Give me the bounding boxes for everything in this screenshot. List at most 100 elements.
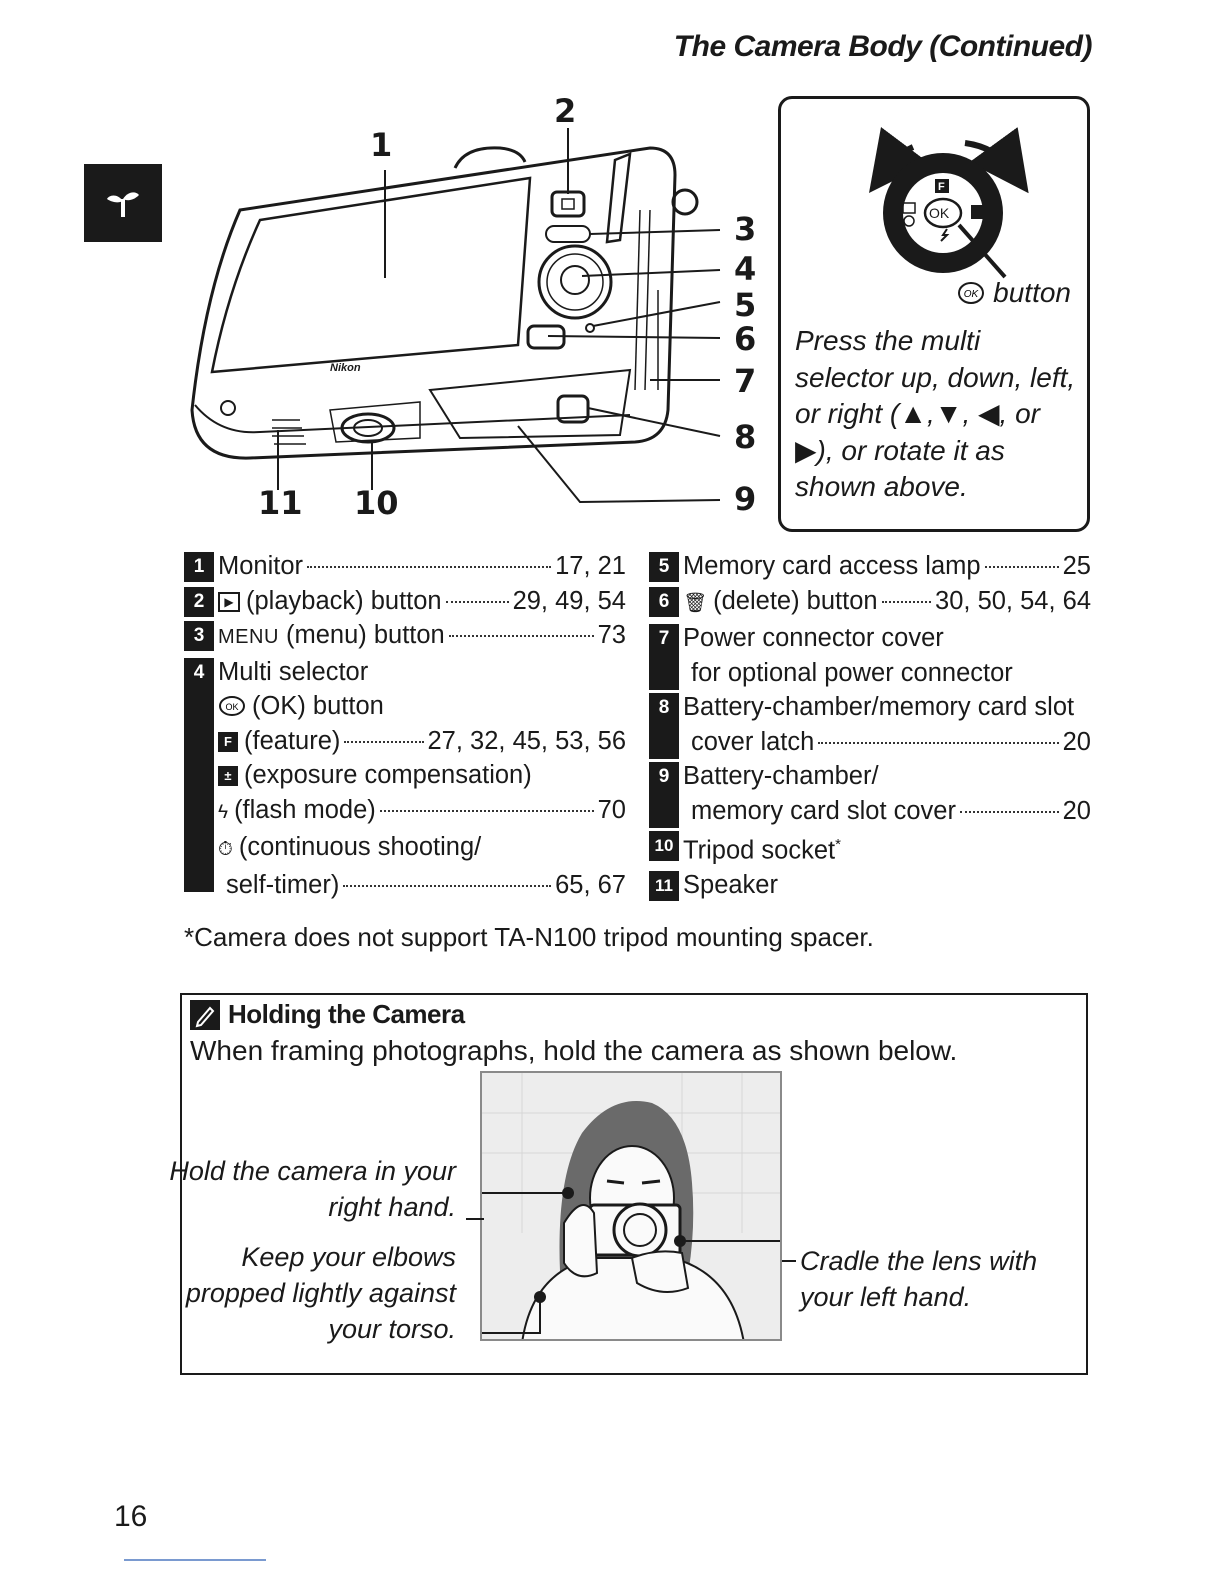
legend-item-7: 7 Power connector cover for optional pow… [649,621,1091,690]
legend-label: Battery-chamber/memory card slot [683,693,1075,721]
legend-item-11: 11 Speaker [649,868,1091,903]
legend-item-9: 9 Battery-chamber/ memory card slot cove… [649,759,1091,828]
legend-pages: 73 [597,621,626,649]
footnote-mark: * [835,836,841,853]
legend-sub-label: self-timer) [226,870,340,899]
callout-10: 10 [354,484,399,522]
feature-icon: F [218,731,238,752]
legend-pages: 65, 67 [555,870,626,899]
legend-label: Monitor [218,552,304,580]
callout-1: 1 [370,126,393,164]
legend-label: (playback) button [246,586,442,615]
legend-label: Battery-chamber/ [683,762,879,790]
ok-icon: OK [219,696,245,716]
legend-pages: 70 [597,795,626,824]
multi-selector-description: Press the multi selector up, down, left,… [795,325,1076,502]
svg-text:OK: OK [225,702,238,712]
multi-selector-dial-icon [868,126,1029,279]
bottom-rule [124,1559,266,1561]
legend-label: Speaker [683,871,778,899]
holding-title-text: Holding the Camera [228,999,465,1029]
legend-left-column: 1 Monitor 17, 21 2 ▶ (playback) button 29, … [184,549,626,902]
callout-3: 3 [734,210,757,248]
ok-caption-text: button [993,277,1071,308]
legend-label: (menu) button [285,621,445,649]
legend-number: 2 [184,586,214,617]
multi-selector-info-box: F OK OK button Press the multi selector … [778,96,1090,532]
legend-pages: 25 [1062,552,1091,580]
legend-label: Multi selector [218,657,369,686]
legend-number: 6 [649,586,679,617]
legend-pages: 30, 50, 54, 64 [935,586,1091,615]
legend-number: 3 [184,621,214,651]
legend-sub-label: (OK) button [252,692,384,720]
legend-pages: 29, 49, 54 [512,586,626,615]
dial-label-ok: OK [929,205,950,221]
legend-item-10: 10 Tripod socket* [649,828,1091,868]
flash-icon: ϟ [218,801,229,823]
page-number: 16 [114,1500,148,1533]
camera-illustration [190,128,721,504]
holding-title: Holding the Camera [190,999,465,1030]
leader-line [466,1218,484,1220]
legend-sub-label: (feature) [244,726,341,755]
legend-label: Power connector cover [683,624,944,652]
legend-label-line2: cover latch [691,727,815,756]
svg-text:OK: OK [964,289,980,300]
legend-number: 1 [184,552,214,582]
legend-sub-label: (continuous shooting/ [238,833,482,861]
caption-right-hand: Hold the camera in your right hand. [169,1156,456,1222]
callout-6: 6 [734,320,757,358]
legend-pages: 27, 32, 45, 53, 56 [427,726,627,755]
page-header-title: The Camera Body (Continued) [673,30,1093,63]
legend-sub-label: (flash mode) [234,795,376,824]
continuous-self-timer-icon: ⏱ [218,839,233,860]
footnote: *Camera does not support TA-N100 tripod … [184,922,874,952]
legend-sub-label: (exposure compensation) [244,761,532,789]
legend-pages: 17, 21 [555,552,626,580]
legend-item-4: 4 Multi selector OK (OK) button F (feature… [184,655,626,903]
menu-icon: MENU [218,626,279,648]
playback-icon: ▶ [218,591,240,612]
pencil-icon [190,999,220,1030]
legend-label: (delete) button [713,586,878,615]
legend-item-2: 2 ▶ (playback) button 29, 49, 54 [184,584,626,619]
exposure-compensation-icon: ± [218,766,238,787]
callout-4: 4 [734,250,757,288]
camera-rear-diagram: 1 2 3 4 5 6 7 8 9 10 11 Nikon [180,90,780,530]
legend-item-1: 1 Monitor 17, 21 [184,549,626,584]
legend-number: 7 [649,624,679,654]
legend-pages: 20 [1062,727,1091,756]
legend-item-8: 8 Battery-chamber/memory card slot cover… [649,690,1091,759]
legend-number: 8 [649,693,679,723]
legend-label-line2: memory card slot cover [691,796,956,825]
legend-item-3: 3 MENU (menu) button 73 [184,618,626,655]
legend-label: Tripod socket [683,836,836,865]
legend-number: 10 [649,831,679,861]
holding-intro: When framing photographs, hold the camer… [190,1035,958,1066]
callout-9: 9 [734,480,757,518]
sprout-icon [107,192,139,217]
legend-number: 4 [184,657,214,688]
brand-label: Nikon [330,362,361,374]
holding-camera-illustration [480,1071,782,1341]
holding-camera-box: Holding the Camera When framing photogra… [169,993,1088,1375]
trash-icon: 🗑 [683,592,708,614]
callout-5: 5 [734,286,757,324]
leader-line [782,1260,796,1262]
callout-8: 8 [734,418,757,456]
caption-left-hand: Cradle the lens with your left hand. [800,1246,1038,1312]
callout-2: 2 [554,92,577,130]
ok-icon: OK [958,282,985,304]
legend-pages: 20 [1062,796,1091,825]
legend-label-line2: for optional power connector [691,658,1013,687]
legend-number: 11 [649,871,679,901]
section-tab [84,164,162,242]
callout-7: 7 [734,362,757,400]
dial-label-feature: F [938,181,945,193]
callout-11: 11 [258,484,303,522]
ok-button-caption: OK button [957,277,1071,309]
legend-item-6: 6 🗑(delete) button 30, 50, 54, 64 [649,584,1091,622]
